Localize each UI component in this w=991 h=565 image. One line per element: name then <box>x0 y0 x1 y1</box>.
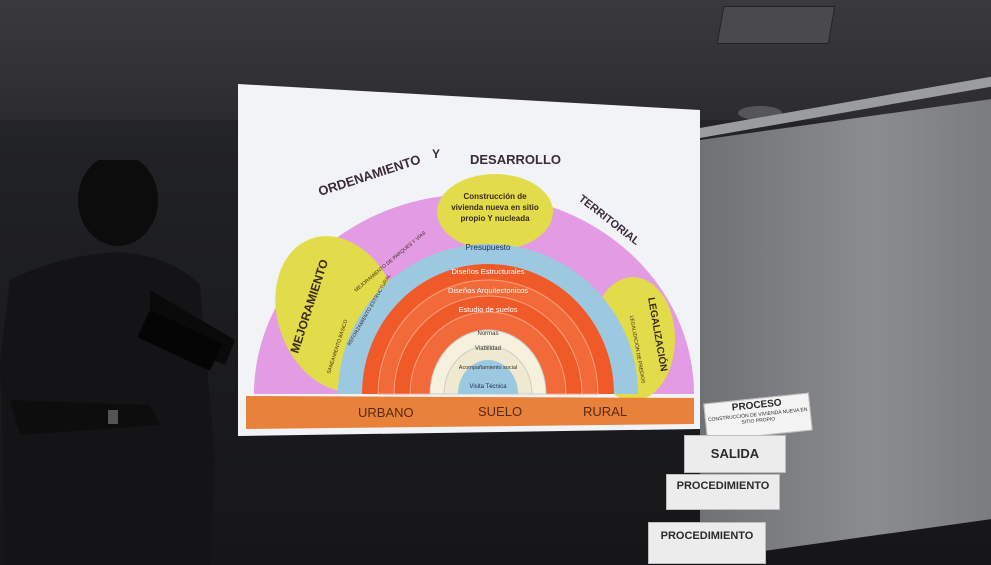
ceiling-vent <box>716 6 836 44</box>
presenter-head <box>78 160 158 246</box>
slide-diagram: ORDENAMIENTO Y DESARROLLO TERRITORIAL Co… <box>246 147 694 429</box>
step-procedimiento-2: PROCEDIMIENTO <box>648 522 766 564</box>
base-bar <box>246 396 694 429</box>
base-label-urbano: URBANO <box>358 405 414 420</box>
ring-label-disenos-estructurales: Diseños Estructurales <box>452 267 525 276</box>
top-bubble-line-1: Construcción de <box>463 192 527 201</box>
ring-label-viabilidad: Viabilidad <box>475 346 501 352</box>
ring-label-normas: Normas <box>477 331 498 337</box>
ring-label-acompanamiento: Acompañamiento social <box>459 365 517 371</box>
presenter-silhouette <box>0 160 235 565</box>
ring-label-disenos-arquitectonicos: Diseños Arquitectonicos <box>448 286 528 295</box>
stairs-display: PROCESO CONSTRUCCIÓN DE VIVIENDA NUEVA E… <box>640 390 830 565</box>
base-label-suelo: SUELO <box>478 404 522 419</box>
presenter-forearm <box>10 400 160 435</box>
word-ordenamiento: ORDENAMIENTO <box>316 152 422 199</box>
top-bubble-line-2: vivienda nueva en sitio <box>451 203 539 212</box>
ring-label-estudio-suelos: Estudio de suelos <box>458 305 517 314</box>
base-label-rural: RURAL <box>583 404 627 419</box>
inner-blue <box>458 360 518 394</box>
word-y: Y <box>432 147 440 161</box>
top-bubble <box>437 174 553 250</box>
word-desarrollo: DESARROLLO <box>470 152 561 167</box>
ring-label-visita-tecnica: Visita Técnica <box>469 384 507 390</box>
wristwatch <box>108 410 118 424</box>
ring-label-presupuesto: Presupuesto <box>466 243 511 252</box>
step-procedimiento-1: PROCEDIMIENTO <box>666 474 780 510</box>
step-salida: SALIDA <box>684 435 786 473</box>
top-bubble-line-3: propio Y nucleada <box>460 214 530 223</box>
presenter-folder <box>137 310 222 371</box>
projected-slide: ORDENAMIENTO Y DESARROLLO TERRITORIAL Co… <box>238 84 700 436</box>
